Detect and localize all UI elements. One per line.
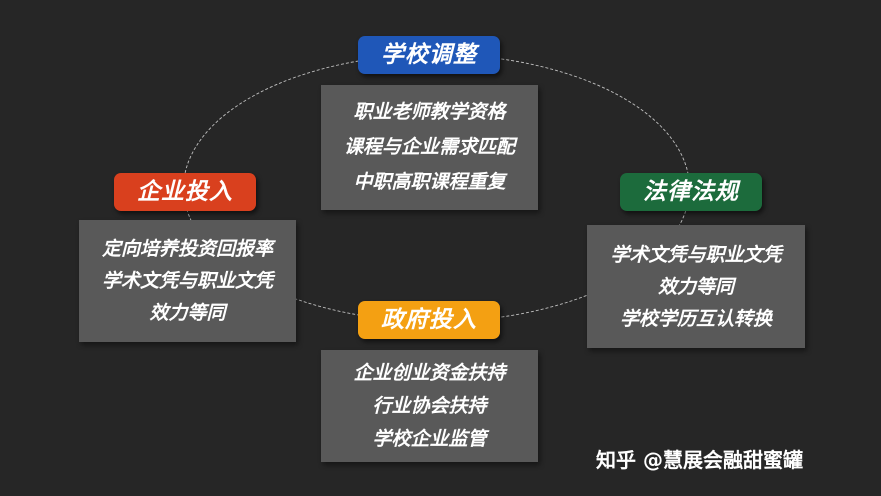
list-item: 企业创业资金扶持 (353, 361, 506, 384)
watermark: 知乎 @慧展会融甜蜜罐 (596, 448, 803, 472)
node-government-investment-label: 政府投入 (358, 301, 500, 339)
node-school-adjustment-box: 职业老师教学资格 课程与企业需求匹配 中职高职课程重复 (321, 85, 538, 210)
list-item: 课程与企业需求匹配 (343, 136, 515, 158)
node-enterprise-investment-box: 定向培养投资回报率 学术文凭与职业文凭 效力等同 (79, 220, 296, 342)
list-item: 行业协会扶持 (372, 394, 487, 417)
list-item: 学术文凭与职业文凭 (610, 243, 782, 266)
node-laws-regulations-label: 法律法规 (620, 173, 762, 211)
list-item: 效力等同 (657, 275, 734, 298)
list-item: 定向培养投资回报率 (101, 238, 273, 260)
list-item: 中职高职课程重复 (353, 171, 506, 193)
node-laws-regulations-box: 学术文凭与职业文凭 效力等同 学校学历互认转换 (587, 225, 805, 348)
node-government-investment-box: 企业创业资金扶持 行业协会扶持 学校企业监管 (321, 350, 538, 462)
list-item: 学校学历互认转换 (619, 307, 772, 330)
node-enterprise-investment-label: 企业投入 (114, 173, 256, 211)
list-item: 学术文凭与职业文凭 (101, 270, 273, 292)
node-school-adjustment-label: 学校调整 (358, 36, 500, 74)
list-item: 效力等同 (149, 302, 226, 324)
list-item: 学校企业监管 (372, 427, 487, 450)
list-item: 职业老师教学资格 (353, 101, 506, 123)
